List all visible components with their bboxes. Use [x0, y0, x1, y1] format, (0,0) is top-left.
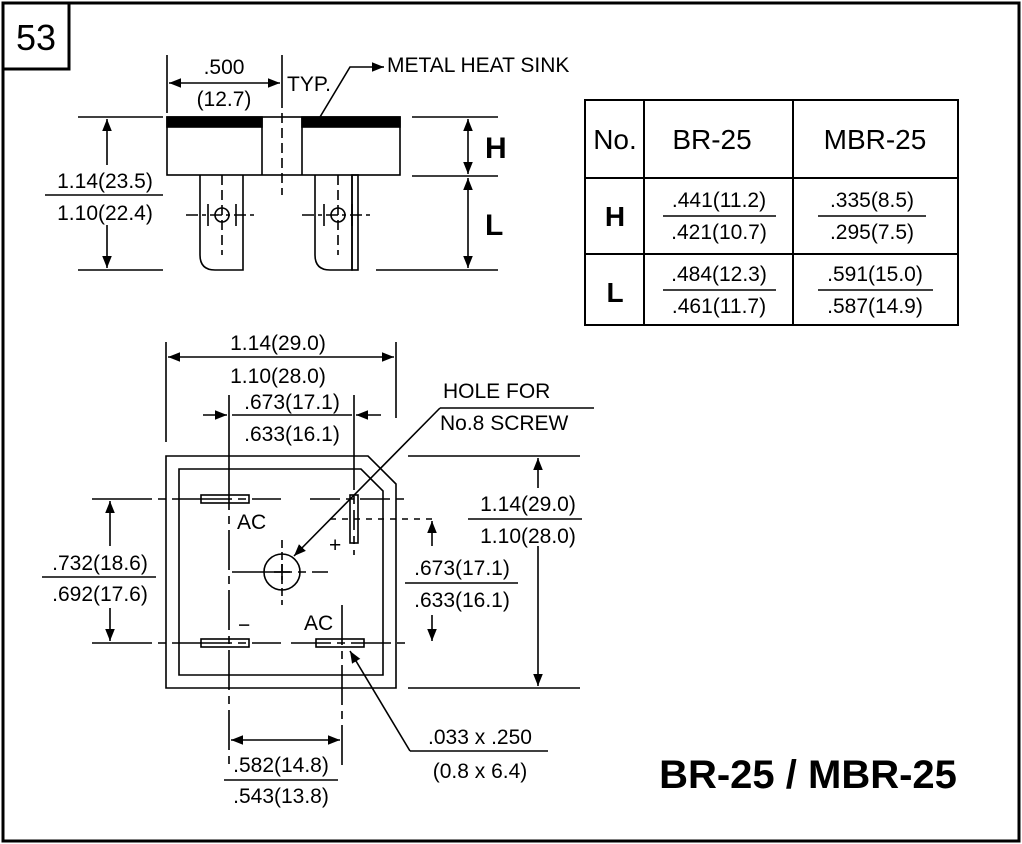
overall-width-min: 1.10(28.0) — [230, 365, 326, 388]
top-body-outer — [165, 455, 397, 689]
width-typ-inch: .500 — [204, 56, 245, 79]
right-spacing-max: .673(17.1) — [414, 557, 510, 580]
mounting-hole — [263, 553, 301, 591]
heat-sink-leader — [319, 66, 372, 118]
page-number: 53 — [16, 17, 56, 58]
table-header-mbr25: MBR-25 — [824, 124, 927, 155]
side-body — [166, 116, 401, 176]
label-plus: + — [329, 534, 341, 557]
top-height-max: 1.14(29.0) — [480, 493, 576, 516]
side-height-min: 1.10(22.4) — [57, 202, 153, 225]
terminal-size-inch: .033 x .250 — [428, 726, 532, 749]
table-row-l-label: L — [606, 277, 623, 308]
h-label: H — [485, 132, 507, 165]
width-typ-suffix: TYP. — [287, 73, 331, 96]
table-header-no: No. — [593, 124, 637, 155]
table-l-mbr25-min: .587(14.9) — [827, 295, 923, 318]
label-ac-bottom: AC — [304, 612, 333, 635]
terminal-size-leader — [349, 650, 411, 752]
label-minus: − — [238, 614, 250, 637]
heat-sink-bar-right — [301, 116, 401, 128]
hole-note-line1: HOLE FOR — [443, 380, 550, 403]
bottom-spacing-max: .582(14.8) — [233, 754, 329, 777]
right-spacing-min: .633(16.1) — [414, 589, 510, 612]
bottom-spacing-min: .543(13.8) — [233, 785, 329, 808]
label-ac-top: AC — [237, 511, 266, 534]
table-h-mbr25-min: .295(7.5) — [830, 221, 914, 244]
overall-width-max: 1.14(29.0) — [230, 332, 326, 355]
part-title: BR-25 / MBR-25 — [659, 753, 957, 797]
page-number-box: 53 — [1, 1, 71, 71]
side-terminal-left — [199, 175, 244, 271]
top-spacing-max: .673(17.1) — [244, 391, 340, 414]
dimension-table — [584, 99, 959, 326]
top-spacing-min: .633(16.1) — [244, 423, 340, 446]
heat-sink-bar-left — [166, 116, 263, 128]
table-l-br25-min: .461(11.7) — [672, 295, 766, 318]
table-h-br25-max: .441(11.2) — [672, 189, 766, 212]
table-l-mbr25-max: .591(15.0) — [827, 263, 923, 286]
terminal-size-mm: (0.8 x 6.4) — [433, 760, 528, 783]
side-height-max: 1.14(23.5) — [57, 170, 153, 193]
table-h-br25-min: .421(10.7) — [671, 221, 767, 244]
width-typ-mm: (12.7) — [197, 88, 252, 111]
table-header-br25: BR-25 — [672, 124, 751, 155]
table-h-mbr25-max: .335(8.5) — [830, 189, 914, 212]
top-body-inner — [178, 468, 384, 676]
table-row-h-label: H — [605, 201, 625, 232]
side-terminal-right — [314, 175, 353, 271]
heat-sink-label: METAL HEAT SINK — [387, 54, 569, 77]
left-spacing-max: .732(18.6) — [52, 552, 148, 575]
side-view — [45, 55, 498, 271]
top-view — [42, 342, 594, 781]
hole-leader — [293, 407, 441, 557]
top-height-min: 1.10(28.0) — [480, 525, 576, 548]
left-spacing-min: .692(17.6) — [52, 583, 148, 606]
table-l-br25-max: .484(12.3) — [671, 263, 767, 286]
l-label: L — [485, 209, 503, 242]
hole-note-line2: No.8 SCREW — [440, 412, 569, 435]
